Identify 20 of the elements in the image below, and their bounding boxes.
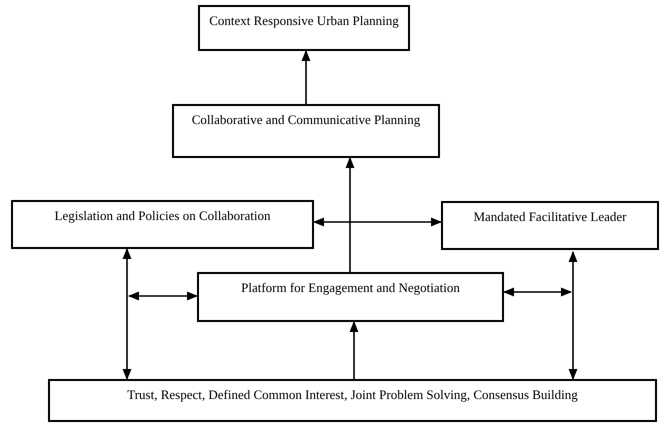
process-box bbox=[48, 379, 657, 422]
box-label: Mandated Facilitative Leader bbox=[473, 209, 627, 226]
box-label: Context Responsive Urban Planning bbox=[209, 13, 399, 30]
process-box bbox=[198, 5, 410, 51]
process-box bbox=[11, 200, 314, 249]
box-label: Trust, Respect, Defined Common Interest, Joint Problem Solving, Consensus Building bbox=[127, 387, 578, 404]
arrow bbox=[350, 320, 358, 379]
arrow bbox=[122, 248, 132, 380]
arrow bbox=[312, 218, 442, 226]
arrow bbox=[502, 288, 572, 296]
box-label: Collaborative and Communicative Planning bbox=[192, 112, 420, 128]
process-box bbox=[197, 272, 504, 322]
process-box bbox=[172, 104, 440, 158]
box-label: Platform for Engagement and Negotiation bbox=[241, 280, 460, 296]
box-label: Legislation and Policies on Collaboration bbox=[54, 208, 270, 224]
arrow bbox=[302, 50, 310, 104]
arrow bbox=[346, 156, 354, 272]
arrow bbox=[128, 292, 198, 300]
process-box bbox=[441, 201, 659, 250]
arrow bbox=[568, 250, 578, 380]
